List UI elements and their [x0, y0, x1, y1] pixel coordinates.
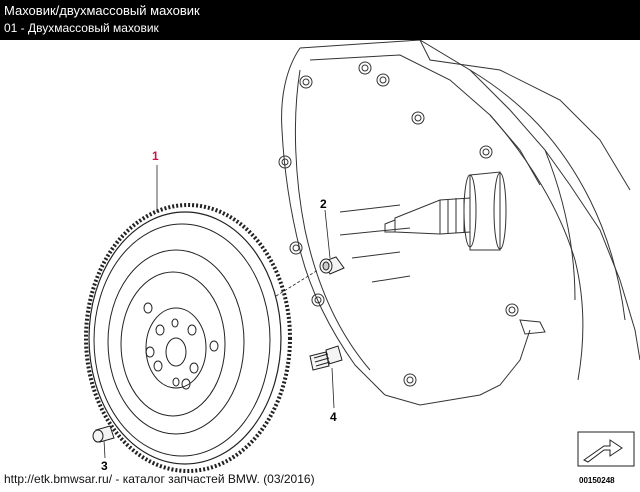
diagram-header: Маховик/двухмассовый маховик 01 - Двухма… [0, 0, 640, 40]
dual-mass-flywheel [84, 203, 292, 473]
leader-lines [103, 165, 335, 459]
footer-source: http://etk.bmwsar.ru/ - каталог запчасте… [4, 472, 315, 486]
catalog-arrow-icon [583, 439, 623, 463]
callout-3[interactable]: 3 [101, 459, 108, 473]
bushing-2 [319, 256, 345, 275]
callout-1[interactable]: 1 [152, 149, 159, 163]
parts-diagram: 1 2 3 4 00150248 [84, 40, 640, 485]
bushing-3 [92, 425, 115, 443]
bolt-4 [309, 345, 343, 371]
callout-4[interactable]: 4 [330, 410, 337, 424]
diagram-title: Маховик/двухмассовый маховик [4, 3, 200, 18]
callout-2[interactable]: 2 [320, 197, 327, 211]
transmission-housing [278, 40, 640, 406]
reference-box: 00150248 [577, 431, 635, 485]
ref-number: 00150248 [579, 476, 615, 485]
diagram-subtitle: 01 - Двухмассовый маховик [4, 21, 159, 35]
